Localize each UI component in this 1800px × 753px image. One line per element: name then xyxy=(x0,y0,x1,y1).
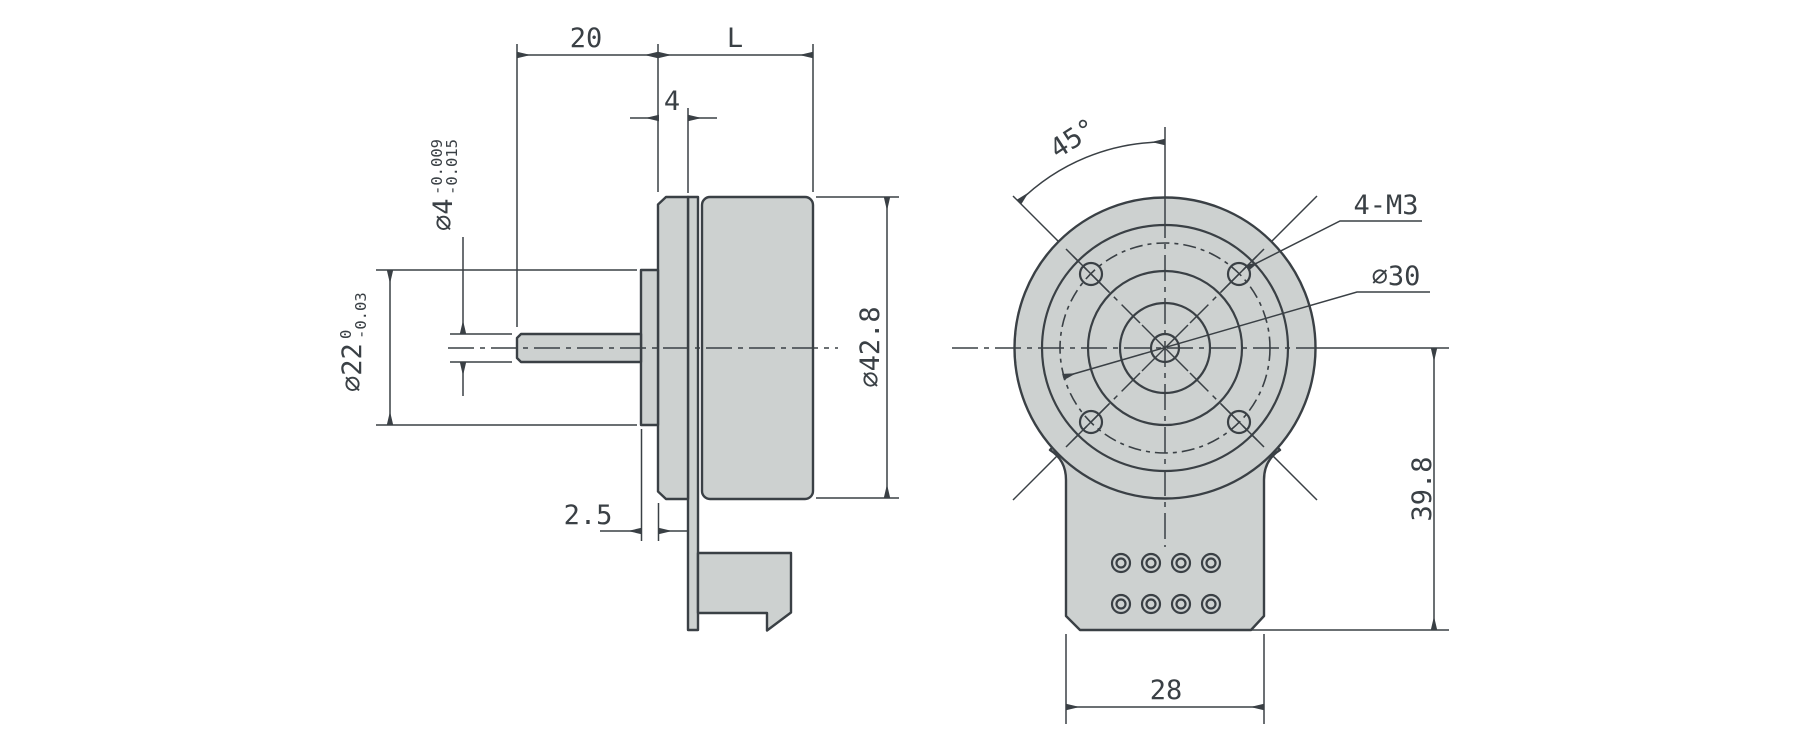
mounting-hole xyxy=(1078,261,1104,287)
dim-2-5-label: 2.5 xyxy=(564,500,613,531)
dim-hole-angle-45: 45° xyxy=(1016,113,1166,205)
dim-20-label: 20 xyxy=(570,23,603,54)
mounting-hole xyxy=(1078,409,1104,435)
dim-4-label: 4 xyxy=(664,86,680,117)
terminal-pin xyxy=(1170,552,1192,574)
dim-boss-depth-2-5: 2.5 xyxy=(564,500,688,535)
overall-height-label: 39.8 xyxy=(1407,456,1438,521)
dim-base-width: 28 xyxy=(1065,634,1265,724)
dim-boss-diameter: ⌀22 0 -0.03 xyxy=(337,269,394,426)
terminal-pins xyxy=(1110,552,1222,615)
mounting-holes xyxy=(1072,255,1258,441)
boss-tolerance-upper: 0 xyxy=(337,330,355,339)
label-mounting-holes: 4-M3 xyxy=(1245,190,1422,271)
base-width-label: 28 xyxy=(1150,675,1183,706)
dim-L-label: L xyxy=(727,23,743,54)
pcb-board xyxy=(686,195,700,632)
terminal-pin xyxy=(1140,552,1162,574)
dim-flange-thickness-4: 4 xyxy=(630,86,717,122)
boss-tolerance-lower: -0.03 xyxy=(352,292,370,339)
front-view: 45° 4-M3 ⌀30 39.8 28 xyxy=(952,113,1449,724)
side-view: 20 L 4 2.5 ⌀4 -0.009 -0.015 xyxy=(337,23,899,632)
dim-shaft-extension-20: 20 xyxy=(516,23,659,59)
terminal-pin xyxy=(1140,593,1162,615)
terminal-pin xyxy=(1170,593,1192,615)
boss-diameter-label: ⌀22 xyxy=(337,343,368,392)
terminal-pin xyxy=(1200,552,1222,574)
terminal-pin xyxy=(1110,552,1132,574)
body-diameter-label: ⌀42.8 xyxy=(855,306,886,387)
mounting-hole xyxy=(1226,409,1252,435)
shaft-tolerance-lower: -0.015 xyxy=(443,139,461,195)
shaft-diameter-label: ⌀4 xyxy=(428,198,459,231)
connector-block xyxy=(696,551,793,632)
angle-label: 45° xyxy=(1044,113,1102,166)
terminal-pin xyxy=(1200,593,1222,615)
mounting-hole xyxy=(1226,261,1252,287)
terminal-pin xyxy=(1110,593,1132,615)
bolt-circle-label: ⌀30 xyxy=(1372,261,1421,292)
dim-shaft-diameter: ⌀4 -0.009 -0.015 xyxy=(428,139,467,396)
shaft-tolerance-upper: -0.009 xyxy=(428,139,446,195)
dim-body-length-L: L xyxy=(657,23,814,59)
mounting-holes-label: 4-M3 xyxy=(1353,190,1418,221)
dim-body-diameter: ⌀42.8 xyxy=(855,196,891,499)
label-bolt-circle: ⌀30 xyxy=(1062,261,1430,381)
dim-overall-height: 39.8 xyxy=(1248,347,1449,631)
